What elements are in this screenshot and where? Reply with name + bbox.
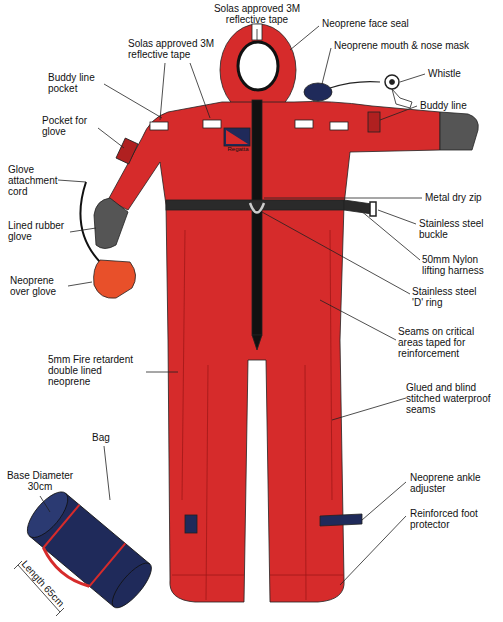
bag: [16, 486, 158, 619]
part-label: Glued and blind stitched waterproof seam…: [406, 382, 500, 415]
whistle: [392, 89, 412, 108]
part-label: 5mm Fire retardent double lined neoprene: [48, 354, 144, 387]
dimension-label: Base Diameter 30cm: [4, 470, 76, 492]
logo: [224, 128, 250, 146]
part-label: 50mm Nylon lifting harness: [422, 254, 500, 276]
harness: [166, 200, 344, 210]
part-label: Metal dry zip: [425, 192, 500, 203]
part-label: Solas approved 3M reflective tape: [207, 3, 307, 25]
part-label: Bag: [92, 432, 122, 443]
rubber-glove: [94, 198, 128, 249]
glove: [440, 112, 478, 150]
d-ring: [250, 203, 264, 213]
part-label: Neoprene ankle adjuster: [410, 472, 492, 494]
part-label: Lined rubber glove: [8, 220, 70, 242]
over-glove: [94, 260, 136, 298]
part-label: Pocket for glove: [42, 115, 98, 137]
part-label: Neoprene mouth & nose mask: [334, 40, 494, 51]
whistle-ring: [385, 75, 399, 89]
part-label: Glove attachment cord: [8, 164, 64, 197]
mask: [304, 83, 332, 101]
leader-lines: [14, 26, 425, 616]
part-label: Buddy line: [420, 100, 482, 111]
dry-zip: [252, 100, 262, 335]
logo-text: Regatta: [221, 146, 255, 153]
part-label: Stainless steel buckle: [419, 218, 497, 240]
part-label: Neoprene face seal: [322, 18, 432, 29]
part-label: Buddy line pocket: [48, 72, 106, 94]
face-seal: [238, 42, 278, 90]
part-label: Solas approved 3M reflective tape: [128, 38, 228, 60]
part-label: Neoprene over glove: [10, 275, 66, 297]
part-label: Whistle: [428, 68, 478, 79]
suit-body: [108, 102, 440, 603]
part-label: Reinforced foot protector: [410, 508, 492, 530]
part-label: Seams on critical areas taped for reinfo…: [398, 326, 488, 359]
part-label: Stainless steel 'D' ring: [412, 286, 490, 308]
